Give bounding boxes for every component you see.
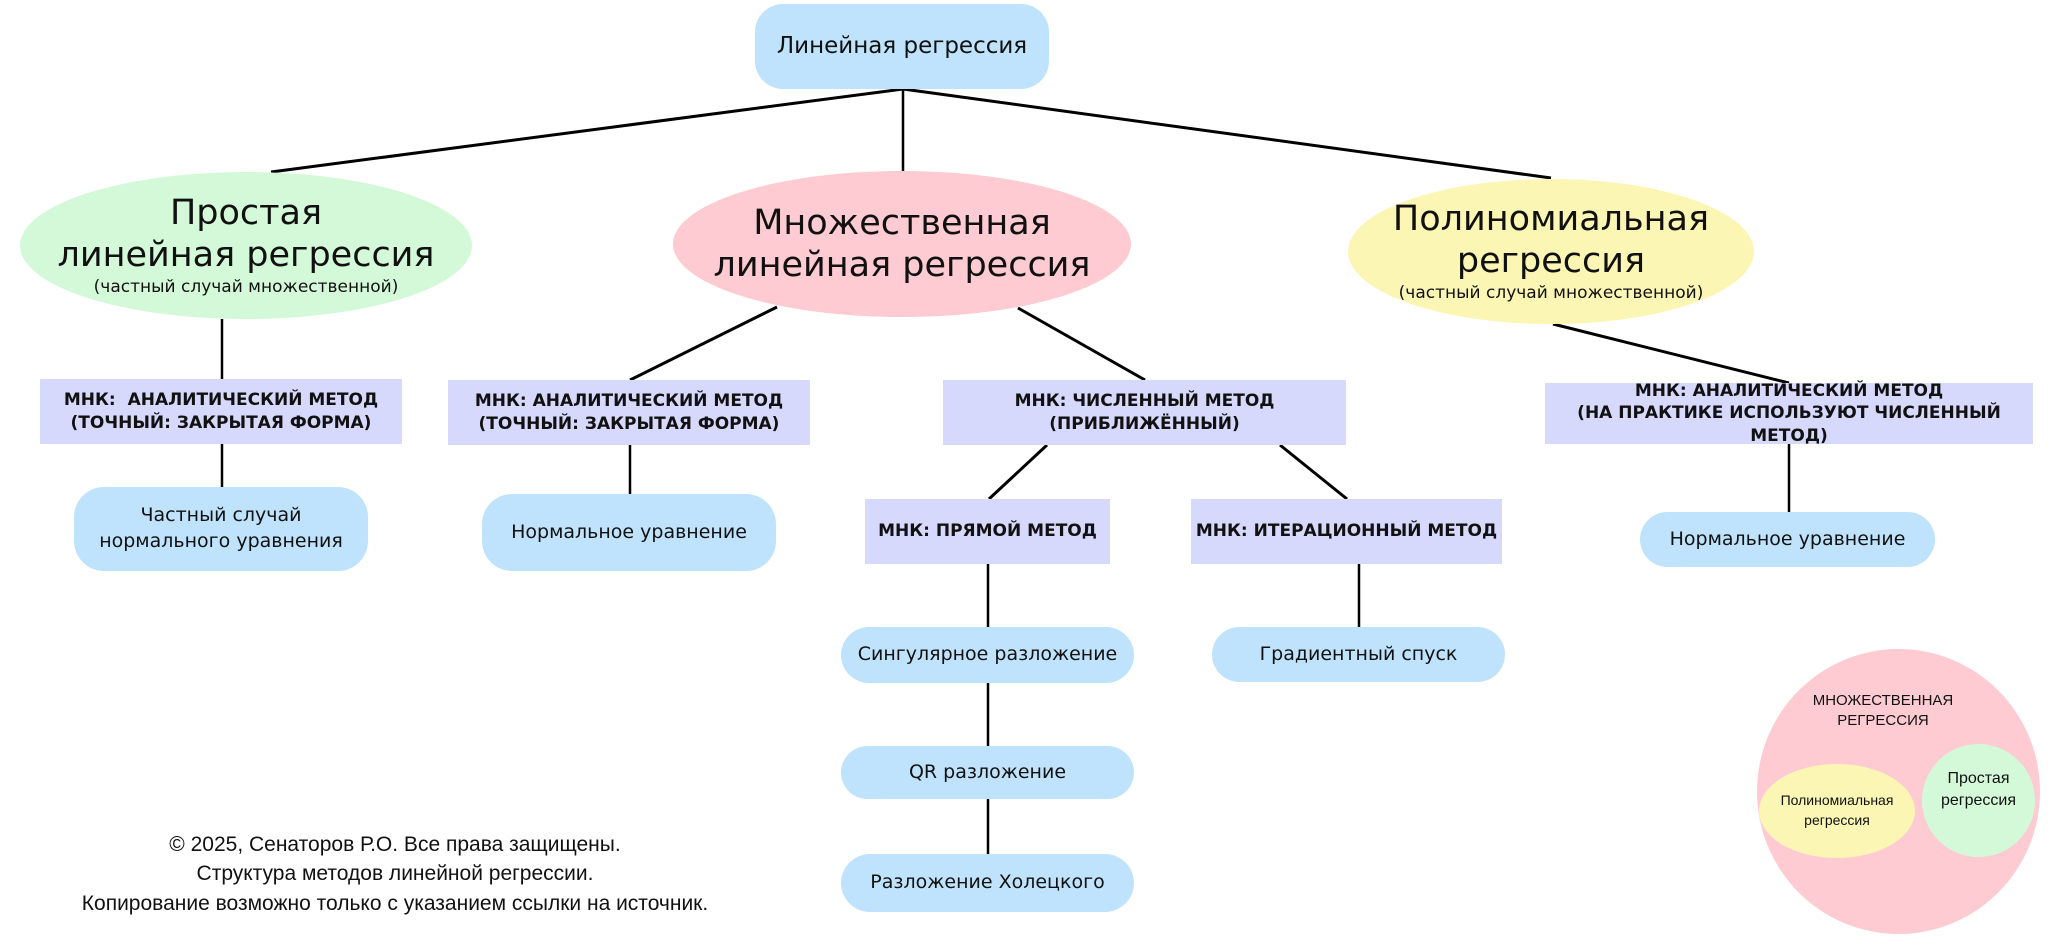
method-line1: МНК: АНАЛИТИЧЕСКИЙ МЕТОД (63, 390, 379, 411)
footer-line3: Копирование возможно только с указанием … (81, 891, 709, 915)
method-poly-analytic: МНК: АНАЛИТИЧЕСКИЙ МЕТОД (НА ПРАКТИКЕ ИС… (1545, 381, 2033, 446)
leaf-line1: Разложение Холецкого (870, 871, 1105, 894)
venn-poly-line1: Полиномиальная (1780, 792, 1894, 809)
venn-simple-line1: Простая (1947, 770, 2010, 787)
leaf-gradient-descent: Градиентный спуск (1212, 627, 1505, 682)
method-line1: МНК: ИТЕРАЦИОННЫЙ МЕТОД (1195, 521, 1498, 542)
leaf-qr: QR разложение (841, 746, 1134, 799)
leaf-line1: Сингулярное разложение (857, 643, 1118, 666)
root-label: Линейная регрессия (776, 32, 1028, 59)
leaf-simple-normal-equation: Частный случай нормального уравнения (74, 487, 368, 571)
edge-poly-analytic (1552, 322, 1790, 385)
copyright-footer: © 2025, Сенаторов Р.О. Все права защищен… (0, 830, 790, 918)
edge-multiple-analytic (629, 305, 778, 382)
leaf-line1: Нормальное уравнение (511, 520, 747, 543)
category-title-line1: Множественная (753, 203, 1051, 243)
method-line2: (ТОЧНЫЙ: ЗАКРЫТАЯ ФОРМА) (478, 413, 780, 434)
edge-multiple-numeric (1017, 306, 1146, 382)
category-note: (частный случай множественной) (1398, 283, 1704, 304)
leaf-svd: Сингулярное разложение (841, 627, 1134, 683)
venn-simple-regression: Простая регрессия (1922, 744, 2035, 857)
category-simple-regression: Простая линейная регрессия (частный случ… (20, 172, 472, 319)
leaf-line1: Градиентный спуск (1259, 642, 1458, 665)
edge-numeric-iterative (1279, 443, 1348, 501)
category-note: (частный случай множественной) (93, 277, 399, 298)
category-title-line2: линейная регрессия (57, 235, 435, 276)
category-title-line2: линейная регрессия (713, 245, 1091, 285)
category-title-line2: регрессия (1456, 241, 1646, 282)
method-iterative: МНК: ИТЕРАЦИОННЫЙ МЕТОД (1191, 499, 1502, 564)
leaf-line1: Частный случай (140, 504, 302, 527)
leaf-cholesky: Разложение Холецкого (841, 854, 1134, 912)
venn-outer-line2: РЕГРЕССИЯ (1837, 711, 1929, 729)
category-title-line1: Простая (169, 193, 323, 234)
edge-root-simple (270, 87, 904, 174)
footer-line2: Структура методов линейной регрессии. (196, 862, 594, 886)
method-line1: МНК: ЧИСЛЕННЫЙ МЕТОД (1014, 391, 1275, 412)
method-line2: (НА ПРАКТИКЕ ИСПОЛЬЗУЮТ ЧИСЛЕННЫЙ МЕТОД) (1577, 403, 2001, 446)
root-node: Линейная регрессия (755, 4, 1049, 89)
category-title-line1: Полиномиальная (1392, 199, 1710, 240)
leaf-poly-normal-equation: Нормальное уравнение (1640, 512, 1935, 567)
footer-line1: © 2025, Сенаторов Р.О. Все права защищен… (169, 833, 621, 856)
leaf-line1: Нормальное уравнение (1669, 527, 1906, 550)
leaf-line1: QR разложение (908, 760, 1067, 783)
venn-outer-line1: МНОЖЕСТВЕННАЯ (1812, 692, 1954, 709)
edge-root-poly (902, 87, 1552, 180)
leaf-multiple-normal-equation: Нормальное уравнение (482, 494, 776, 571)
method-line1: МНК: ПРЯМОЙ МЕТОД (878, 521, 1097, 542)
method-line2: (ТОЧНЫЙ: ЗАКРЫТАЯ ФОРМА) (70, 412, 372, 433)
edge-numeric-direct (987, 443, 1049, 501)
leaf-line2: нормального уравнения (99, 530, 343, 552)
method-line1: МНК: АНАЛИТИЧЕСКИЙ МЕТОД (1634, 381, 1944, 402)
method-multiple-analytic: МНК: АНАЛИТИЧЕСКИЙ МЕТОД (ТОЧНЫЙ: ЗАКРЫТ… (448, 380, 810, 445)
method-simple-analytic: МНК: АНАЛИТИЧЕСКИЙ МЕТОД (ТОЧНЫЙ: ЗАКРЫТ… (40, 379, 402, 444)
venn-outer-label: МНОЖЕСТВЕННАЯ РЕГРЕССИЯ (1790, 691, 1976, 730)
venn-simple-line2: регрессия (1940, 792, 2017, 810)
method-direct: МНК: ПРЯМОЙ МЕТОД (865, 499, 1110, 564)
method-line2: (ПРИБЛИЖЁННЫЙ) (1049, 413, 1240, 434)
venn-poly-line2: регрессия (1804, 812, 1870, 828)
category-polynomial-regression: Полиномиальная регрессия (частный случай… (1348, 179, 1754, 324)
method-multiple-numeric: МНК: ЧИСЛЕННЫЙ МЕТОД (ПРИБЛИЖЁННЫЙ) (943, 380, 1346, 445)
category-multiple-regression: Множественная линейная регрессия (673, 171, 1131, 317)
method-line1: МНК: АНАЛИТИЧЕСКИЙ МЕТОД (474, 391, 784, 412)
venn-polynomial-regression: Полиномиальная регрессия (1759, 764, 1915, 858)
